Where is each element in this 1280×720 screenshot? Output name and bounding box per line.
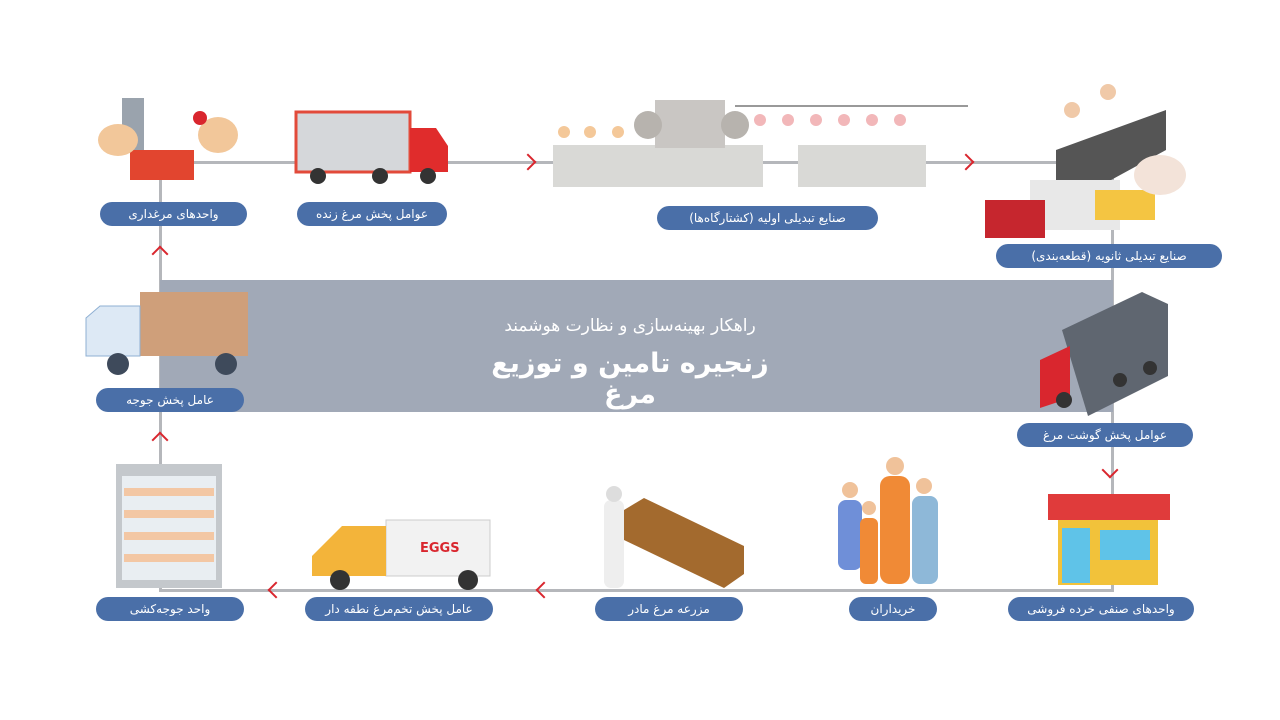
poultry-farm-illustration [98,98,238,180]
node-buyers[interactable]: خریداران [849,597,937,621]
buyers-illustration [838,457,938,584]
banner-title: زنجیره تامین و توزیع مرغ [491,348,769,410]
connector-bottom [160,589,1113,592]
egg-truck-illustration [312,519,491,590]
node-breeder-farm[interactable]: مزرعه مرغ مادر [595,597,743,621]
hatchery-illustration [116,464,222,588]
node-live-chicken-distributors[interactable]: عوامل پخش مرغ زنده [297,202,447,226]
node-retail-units[interactable]: واحدهای صنفی خرده فروشی [1008,597,1194,621]
node-chick-distributor[interactable]: عامل پخش جوجه [96,388,244,412]
breeder-farm-illustration [604,486,744,588]
center-banner [160,280,1113,412]
node-poultry-farms[interactable]: واحدهای مرغداری [100,202,247,226]
banner-subtitle: راهکار بهینه‌سازی و نظارت هوشمند [504,316,756,336]
shop-illustration [1048,494,1170,585]
node-hatching-egg-distributor[interactable]: عامل پخش تخم‌مرغ نطفه دار [305,597,493,621]
live-chicken-truck-illustration [294,110,448,184]
slaughterhouse-illustration [553,100,968,187]
chick-truck-illustration [85,292,248,375]
cutting-plant-illustration [985,84,1186,238]
node-chicken-meat-distributors[interactable]: عوامل پخش گوشت مرغ [1017,423,1193,447]
meat-truck-illustration [1040,292,1168,416]
node-primary-processing[interactable]: صنایع تبدیلی اولیه (کشتارگاه‌ها) [657,206,878,230]
truck-eggs-text: EGGS [420,541,460,556]
node-secondary-processing[interactable]: صنایع تبدیلی ثانویه (قطعه‌بندی) [996,244,1222,268]
node-hatchery[interactable]: واحد جوجه‌کشی [96,597,244,621]
